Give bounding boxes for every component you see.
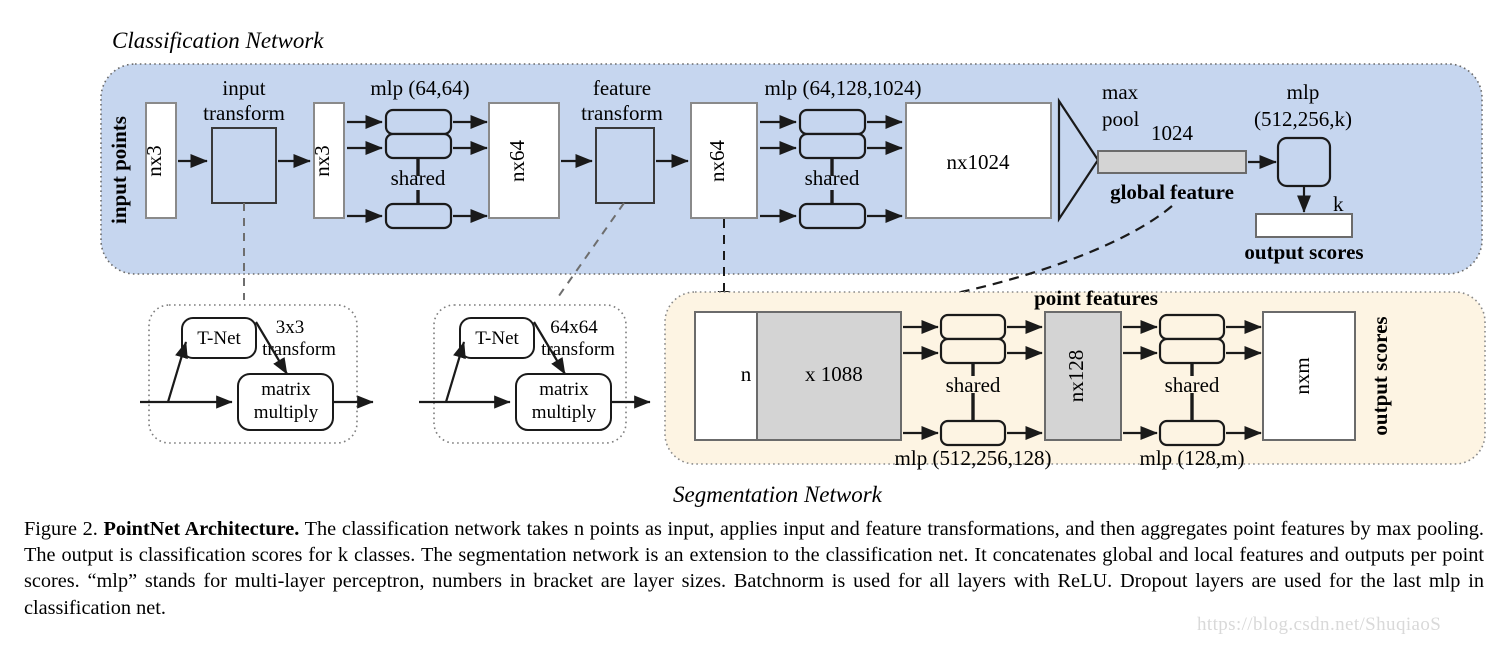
k-label: k: [1333, 192, 1344, 216]
global-feature-size-label: 1024: [1151, 121, 1194, 145]
concat-n-label: n: [741, 362, 752, 386]
block-nx64-b-label: nx64: [705, 140, 729, 183]
tnet-3x3-tnet-label: T-Net: [197, 328, 241, 349]
mlp-64-64-label: mlp (64,64): [370, 76, 469, 100]
block-input-transform: [211, 127, 277, 204]
seg-mlp-512-256-128-label: mlp (512,256,128): [895, 446, 1052, 470]
seg-mlp-128-m-label: mlp (128,m): [1140, 446, 1245, 470]
tnet-64x64-matrix-line2: multiply: [532, 402, 597, 423]
tnet-3x3-matrix-line1: matrix: [261, 379, 311, 400]
maxpool-label-line2: pool: [1102, 107, 1140, 131]
segmlp2-shared-label: shared: [1165, 373, 1220, 397]
block-output-scores-classification: [1255, 213, 1353, 238]
tnet-64x64-branch-to-tnet: [444, 341, 466, 403]
block-nx64-a-label: nx64: [505, 140, 529, 183]
segmlp1-unit-bottom: [939, 419, 1007, 447]
output-scores-label-segmentation: output scores: [1368, 316, 1392, 435]
block-nx64-b: [690, 102, 758, 219]
input-points-label: input points: [107, 116, 131, 224]
maxpool-triangle-icon: [1057, 97, 1100, 223]
segmlp1-shared-label: shared: [946, 373, 1001, 397]
tnet-3x3-module: T-Net 3x3 transform matrix multiply: [140, 304, 374, 444]
tnet-3x3-arrow-tnet-to-matmul: [255, 321, 288, 375]
mlp1-unit-top: [384, 108, 453, 136]
mlp1-shared-label: shared: [391, 166, 446, 190]
output-scores-label-classification: output scores: [1244, 240, 1363, 264]
block-global-feature: [1097, 150, 1247, 174]
classification-network-title: Classification Network: [112, 28, 324, 53]
block-nx3-transformed-label: nx3: [310, 145, 334, 177]
figure-title: PointNet Architecture.: [103, 518, 300, 540]
tnet-64x64-transform-line2: transform: [541, 339, 615, 360]
mlp-512-256-k-label-line1: mlp: [1287, 80, 1320, 104]
architecture-diagram: Classification Network input points nx3 …: [100, 28, 1486, 507]
tnet-3x3-transform-line2: transform: [262, 339, 336, 360]
block-nx3-input-label: nx3: [142, 145, 166, 177]
block-nxm-label: nxm: [1290, 357, 1314, 394]
tnet-64x64-module: T-Net 64x64 transform matrix multiply: [419, 304, 651, 444]
mlp1-unit-bottom: [384, 202, 453, 230]
mlp1-unit-middle: [384, 132, 453, 160]
tnet-3x3-branch-to-tnet: [166, 341, 188, 403]
block-nx1024: [905, 102, 1052, 219]
point-features-label: point features: [1034, 286, 1158, 310]
global-feature-label: global feature: [1110, 180, 1234, 204]
tnet-64x64-tnet-box: [459, 317, 535, 359]
block-nxm: [1262, 311, 1356, 441]
segmentation-network-title: Segmentation Network: [673, 482, 883, 507]
tnet-64x64-tnet-label: T-Net: [475, 328, 519, 349]
input-transform-label-line1: input: [222, 76, 265, 100]
block-nx3-input: [145, 102, 177, 219]
block-concat-global: [756, 311, 902, 441]
block-nx3-transformed: [313, 102, 345, 219]
tnet-3x3-transform-line1: 3x3: [276, 317, 305, 338]
feature-transform-label-line1: feature: [593, 76, 651, 100]
mlp2-unit-top: [798, 108, 867, 136]
tnet-64x64-arrow-tnet-to-matmul: [533, 321, 566, 375]
block-nx128-label: nx128: [1064, 350, 1088, 403]
dashed-link-feature-transform-to-tnet: [555, 202, 625, 301]
segmlp1-unit-top: [939, 313, 1007, 341]
segmlp2-unit-bottom: [1158, 419, 1226, 447]
tnet-3x3-matrix-line2: multiply: [254, 402, 319, 423]
segmlp1-unit-middle: [939, 337, 1007, 365]
mlp-64-128-1024-label: mlp (64,128,1024): [765, 76, 922, 100]
tnet-64x64-matrix-line1: matrix: [539, 379, 589, 400]
figure-label: Figure 2.: [24, 518, 98, 540]
tnet-3x3-matrix-multiply-box: [237, 373, 334, 431]
block-mlp-512-256-k: [1276, 136, 1332, 188]
block-nx64-a: [488, 102, 560, 219]
segmlp2-unit-top: [1158, 313, 1226, 341]
tnet-64x64-matrix-multiply-box: [515, 373, 612, 431]
mlp2-unit-bottom: [798, 202, 867, 230]
tnet-3x3-tnet-box: [181, 317, 257, 359]
segmlp2-unit-middle: [1158, 337, 1226, 365]
feature-transform-label-line2: transform: [581, 101, 663, 125]
block-nx1024-label: nx1024: [947, 150, 1011, 174]
tnet-64x64-transform-line1: 64x64: [550, 317, 598, 338]
figure-caption: Figure 2. PointNet Architecture. The cla…: [24, 516, 1484, 621]
concat-x1088-label: x 1088: [805, 362, 863, 386]
mlp-512-256-k-label-line2: (512,256,k): [1254, 107, 1352, 131]
block-concat-local: [694, 311, 758, 441]
block-feature-transform: [595, 127, 655, 204]
figure-caption-text: The classification network takes n point…: [24, 518, 1484, 619]
maxpool-label-line1: max: [1102, 80, 1139, 104]
input-transform-label-line2: transform: [203, 101, 285, 125]
mlp2-shared-label: shared: [805, 166, 860, 190]
block-nx128: [1044, 311, 1122, 441]
mlp2-unit-middle: [798, 132, 867, 160]
